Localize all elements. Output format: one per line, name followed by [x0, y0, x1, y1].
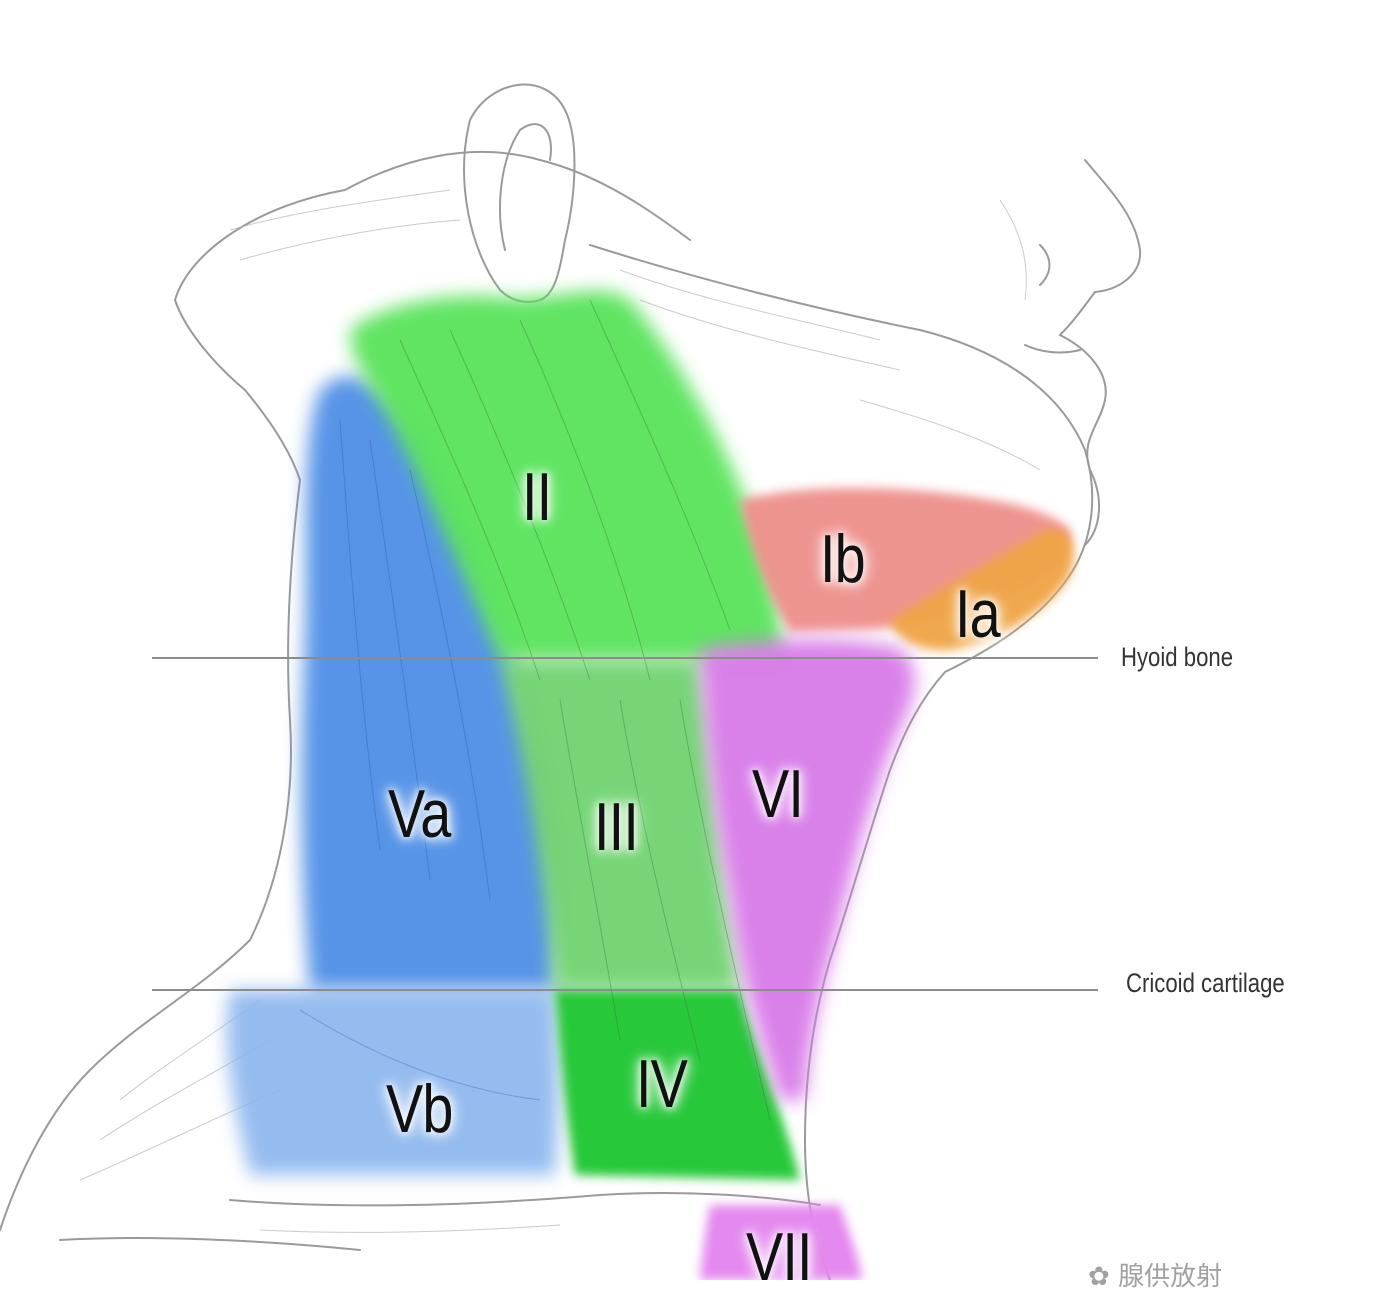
cricoid-cartilage-label: Cricoid cartilage: [1126, 968, 1285, 998]
level-vi-region: [700, 639, 915, 1100]
level-vb-label: Vb: [386, 1071, 453, 1147]
level-vi-label: VI: [752, 756, 804, 832]
level-ia-region: [890, 529, 1074, 651]
level-ib-label: Ib: [820, 521, 866, 597]
level-va-label: Va: [388, 776, 451, 852]
level-iii-region: [500, 660, 740, 990]
head-outline: [0, 83, 1142, 1281]
level-ia-label: Ia: [955, 576, 1001, 652]
watermark-text: 腺供放射: [1118, 1262, 1223, 1292]
level-iv-label: IV: [636, 1046, 688, 1122]
level-iii-label: III: [594, 789, 639, 865]
level-vb-region: [226, 990, 559, 1175]
level-vii-region: [700, 1205, 862, 1280]
hyoid-bone-label: Hyoid bone: [1121, 642, 1234, 672]
level-vii-label: VII: [746, 1219, 813, 1295]
muscle-hatching: [79, 189, 1041, 1233]
watermark: ✿ 腺供放射: [1088, 1256, 1222, 1293]
level-ii-label: II: [522, 459, 552, 535]
level-ii-region: [350, 291, 782, 660]
posterior-fibre-lines: [299, 419, 541, 1101]
level-iv-region: [555, 990, 800, 1180]
level-v-region: [301, 376, 557, 991]
wechat-icon: ✿: [1088, 1262, 1110, 1292]
fibre-lines: [399, 299, 771, 1121]
